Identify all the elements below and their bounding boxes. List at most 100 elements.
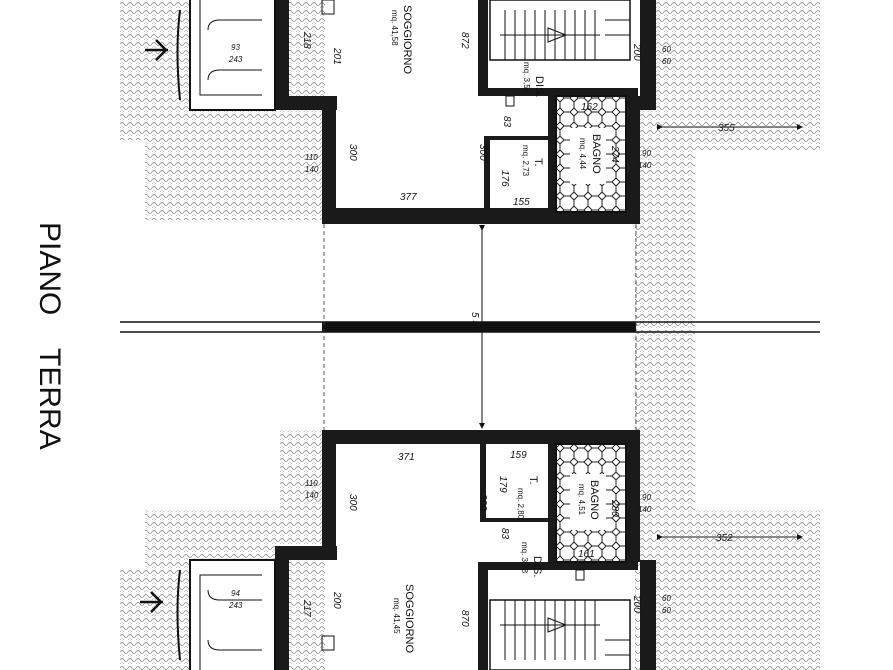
lower-wall-t-bottom (480, 518, 552, 522)
upper-soggiorno-area: mq. 41,58 (390, 10, 399, 46)
upper-bathroom-label-bg (570, 128, 606, 184)
hatch-right-strip-lower (690, 510, 820, 560)
title-piano: PIANO (33, 222, 66, 315)
lower-bathroom-label-bg (570, 474, 606, 530)
lower-wall-left (322, 430, 336, 550)
upper-wall-t-left (484, 136, 490, 212)
north-arrow-icon-lower (140, 591, 163, 613)
upper-dim-200: 200 (631, 43, 642, 61)
upper-dim-60a: 60 (662, 45, 671, 54)
upper-dim-377: 377 (400, 192, 417, 203)
lower-wall-left-bottom (275, 546, 289, 670)
upper-dim-300b: 300 (477, 144, 488, 161)
lower-wall-t-left (480, 444, 486, 520)
lower-wall-top (322, 430, 640, 444)
upper-dim-60b: 60 (662, 57, 671, 66)
lower-unit-walls (275, 430, 656, 670)
lower-dim-217: 217 (301, 599, 312, 617)
title-terra: TERRA (33, 348, 66, 450)
lower-dim-200a: 200 (331, 591, 342, 609)
lower-wall-dis-bottom (478, 562, 638, 570)
lower-dim-140a: 140 (305, 491, 319, 500)
lower-entrance-porch (176, 559, 335, 670)
lower-wall-right-bottom (640, 560, 656, 670)
upper-dim-243: 243 (228, 55, 243, 64)
upper-t-label: T. (532, 158, 544, 167)
upper-dim-355: 355 (718, 123, 735, 134)
center-division (120, 224, 820, 430)
upper-dim-274: 274 (609, 145, 620, 163)
upper-wall-left-top (275, 0, 289, 110)
hatch-lower-right (655, 545, 820, 670)
upper-wall-right (626, 96, 640, 224)
lower-soggiorno-label: SOGGIORNO (403, 584, 415, 654)
upper-wall-stair (478, 0, 488, 90)
north-arrow-icon (145, 39, 168, 61)
lower-wall-stair (478, 570, 488, 670)
hatch-right-strip (690, 90, 820, 150)
upper-bagno-label: BAGNO (590, 134, 602, 174)
hatch-lower-porch (280, 430, 330, 550)
lower-dim-870: 870 (459, 610, 470, 627)
lower-t-label: T. (527, 476, 539, 485)
upper-dis-label: DIS. (533, 76, 545, 97)
upper-dim-140a: 140 (305, 165, 319, 174)
page-title: PIANO TERRA (33, 222, 66, 450)
upper-dim-162: 162 (581, 102, 598, 113)
lower-dim-200b: 200 (631, 595, 642, 613)
upper-dim-176: 176 (499, 170, 510, 187)
lower-t-area: mq. 2,80 (516, 488, 525, 520)
upper-bagno-area: mq. 4,44 (578, 138, 587, 170)
upper-dim-90: 90 (642, 149, 651, 158)
lower-dim-159: 159 (510, 450, 527, 461)
upper-wall-left (322, 110, 336, 224)
lower-dim-280: 280 (609, 499, 620, 517)
upper-entrance-porch (176, 0, 335, 111)
lower-dis-marker (575, 569, 585, 581)
upper-dis-area: mq. 3,56 (522, 62, 531, 94)
lower-bagno-area: mq. 4,51 (577, 484, 586, 516)
lower-dis-area: mq. 3,58 (520, 542, 529, 574)
lower-dim-83: 83 (499, 528, 510, 540)
lower-soggiorno-area: mq. 41,45 (392, 598, 401, 634)
lower-dis-label: DIS. (531, 556, 543, 577)
upper-dim-110: 110 (305, 153, 318, 162)
upper-t-area: mq. 2,73 (521, 145, 530, 177)
lower-dim-140b: 140 (638, 505, 652, 514)
upper-dim-155: 155 (513, 197, 530, 208)
lower-dim-60a: 60 (662, 594, 671, 603)
lower-dim-371: 371 (398, 452, 415, 463)
upper-dim-300a: 300 (347, 144, 358, 161)
lower-unit-labels: SOGGIORNO mq. 41,45 DIS. mq. 3,58 T. mq.… (228, 450, 733, 654)
lower-wall-left-step (275, 546, 337, 560)
upper-wall-t-right (548, 96, 556, 212)
upper-staircase-icon (489, 0, 631, 61)
lower-dim-300b: 300 (477, 494, 488, 511)
lower-bagno-label: BAGNO (588, 480, 600, 520)
lower-dim-60b: 60 (662, 606, 671, 615)
upper-wall-right-top (640, 0, 656, 110)
upper-wall-left-step (275, 96, 337, 110)
lower-dim-94: 94 (231, 589, 240, 598)
lower-wall-right (626, 430, 640, 562)
upper-dim-93: 93 (231, 43, 240, 52)
lower-dim-179: 179 (497, 476, 508, 493)
lower-dim-352: 352 (716, 533, 733, 544)
lower-dim-300a: 300 (347, 494, 358, 511)
lower-dim-90: 90 (642, 493, 651, 502)
upper-wall-t-top (484, 136, 552, 140)
upper-dim-872: 872 (459, 32, 470, 49)
lower-wall-t-right (548, 444, 556, 562)
hatch-lower-left-2 (120, 570, 180, 670)
upper-dis-marker (505, 95, 515, 107)
lower-dim-161: 161 (578, 549, 595, 560)
upper-dim-140b: 140 (638, 161, 652, 170)
upper-unit-labels: SOGGIORNO mq. 41,58 DIS. mq. 3,56 T. mq.… (228, 5, 735, 208)
lower-staircase-icon (489, 599, 631, 670)
lower-dim-110: 110 (305, 479, 318, 488)
upper-dim-201: 201 (331, 47, 342, 65)
upper-dim-218: 218 (301, 31, 312, 49)
center-dimension: 5 30 (469, 312, 480, 332)
lower-dim-243: 243 (228, 601, 243, 610)
